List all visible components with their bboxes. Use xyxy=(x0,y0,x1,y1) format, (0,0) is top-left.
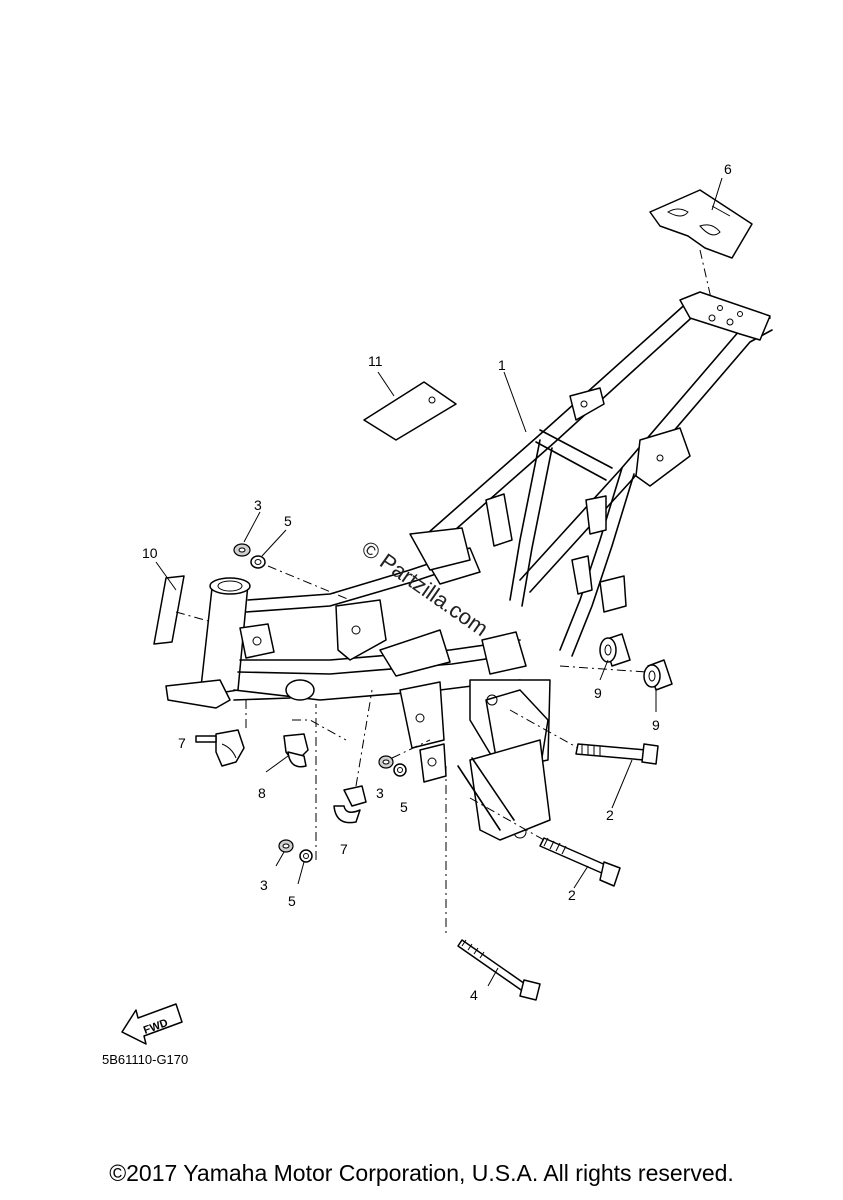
part-3-nut-middle xyxy=(378,755,394,769)
leader-1 xyxy=(503,371,527,433)
part-3-nut-upper xyxy=(233,543,251,557)
part-9-bushing-a xyxy=(599,633,631,667)
leader-middle-dash xyxy=(391,739,431,759)
callout-2-upper: 2 xyxy=(606,807,614,823)
part-8-clamp xyxy=(283,733,309,768)
callout-9-b: 9 xyxy=(652,717,660,733)
callout-3-lower: 3 xyxy=(260,877,268,893)
callout-9-a: 9 xyxy=(594,685,602,701)
callout-3-middle: 3 xyxy=(376,785,384,801)
callout-5-lower: 5 xyxy=(288,893,296,909)
leader-4 xyxy=(487,967,499,987)
callout-8: 8 xyxy=(258,785,266,801)
copyright-notice: ©2017 Yamaha Motor Corporation, U.S.A. A… xyxy=(109,1160,734,1186)
callout-3-upper: 3 xyxy=(254,497,262,513)
callout-7-left: 7 xyxy=(178,735,186,751)
part-4-bolt xyxy=(457,939,541,1001)
leader-5-lower xyxy=(297,861,305,885)
leader-10-dash xyxy=(175,611,213,623)
part-2-bolt-upper xyxy=(575,743,659,765)
fwd-arrow-icon: FWD xyxy=(121,1003,183,1045)
part-5-washer-upper xyxy=(250,555,266,569)
diagram-code: 5B61110-G170 xyxy=(102,1052,188,1067)
part-11-decal xyxy=(363,381,457,441)
leader-2-lower-dash xyxy=(469,797,545,841)
callout-5-upper: 5 xyxy=(284,513,292,529)
callout-11: 11 xyxy=(368,353,383,369)
part-10-label xyxy=(153,575,185,645)
leader-8 xyxy=(265,755,289,773)
leader-2-lower xyxy=(573,865,589,889)
leader-5-upper xyxy=(261,529,287,557)
part-3-nut-lower xyxy=(278,839,294,853)
callout-7-lower: 7 xyxy=(340,841,348,857)
leader-2-upper-dash xyxy=(509,709,579,749)
callout-5-middle: 5 xyxy=(400,799,408,815)
part-6-bracket-plate xyxy=(649,189,753,259)
part-5-washer-lower xyxy=(299,849,313,863)
leader-11 xyxy=(377,371,395,397)
leader-9-a xyxy=(599,659,609,681)
callout-1: 1 xyxy=(498,357,506,373)
leader-2-upper xyxy=(611,759,633,809)
leader-7-lower-dash xyxy=(355,689,373,787)
callout-10: 10 xyxy=(142,545,158,561)
leader-9-dash xyxy=(559,665,647,673)
callout-4: 4 xyxy=(470,987,478,1003)
part-1-main-frame xyxy=(165,291,773,841)
leader-3-upper xyxy=(243,511,261,543)
callout-6: 6 xyxy=(724,161,732,177)
part-7-clamp-lower xyxy=(333,785,367,824)
part-7-clamp-left xyxy=(195,729,245,767)
part-2-bolt-lower xyxy=(539,837,621,887)
leader-8-dash xyxy=(292,719,347,741)
part-9-bushing-b xyxy=(643,659,673,691)
leader-upper-dash xyxy=(267,565,351,601)
leader-6 xyxy=(711,177,723,211)
leader-3-lower xyxy=(275,851,285,867)
callout-2-lower: 2 xyxy=(568,887,576,903)
leader-10 xyxy=(155,561,177,591)
part-5-washer-middle xyxy=(393,763,407,777)
